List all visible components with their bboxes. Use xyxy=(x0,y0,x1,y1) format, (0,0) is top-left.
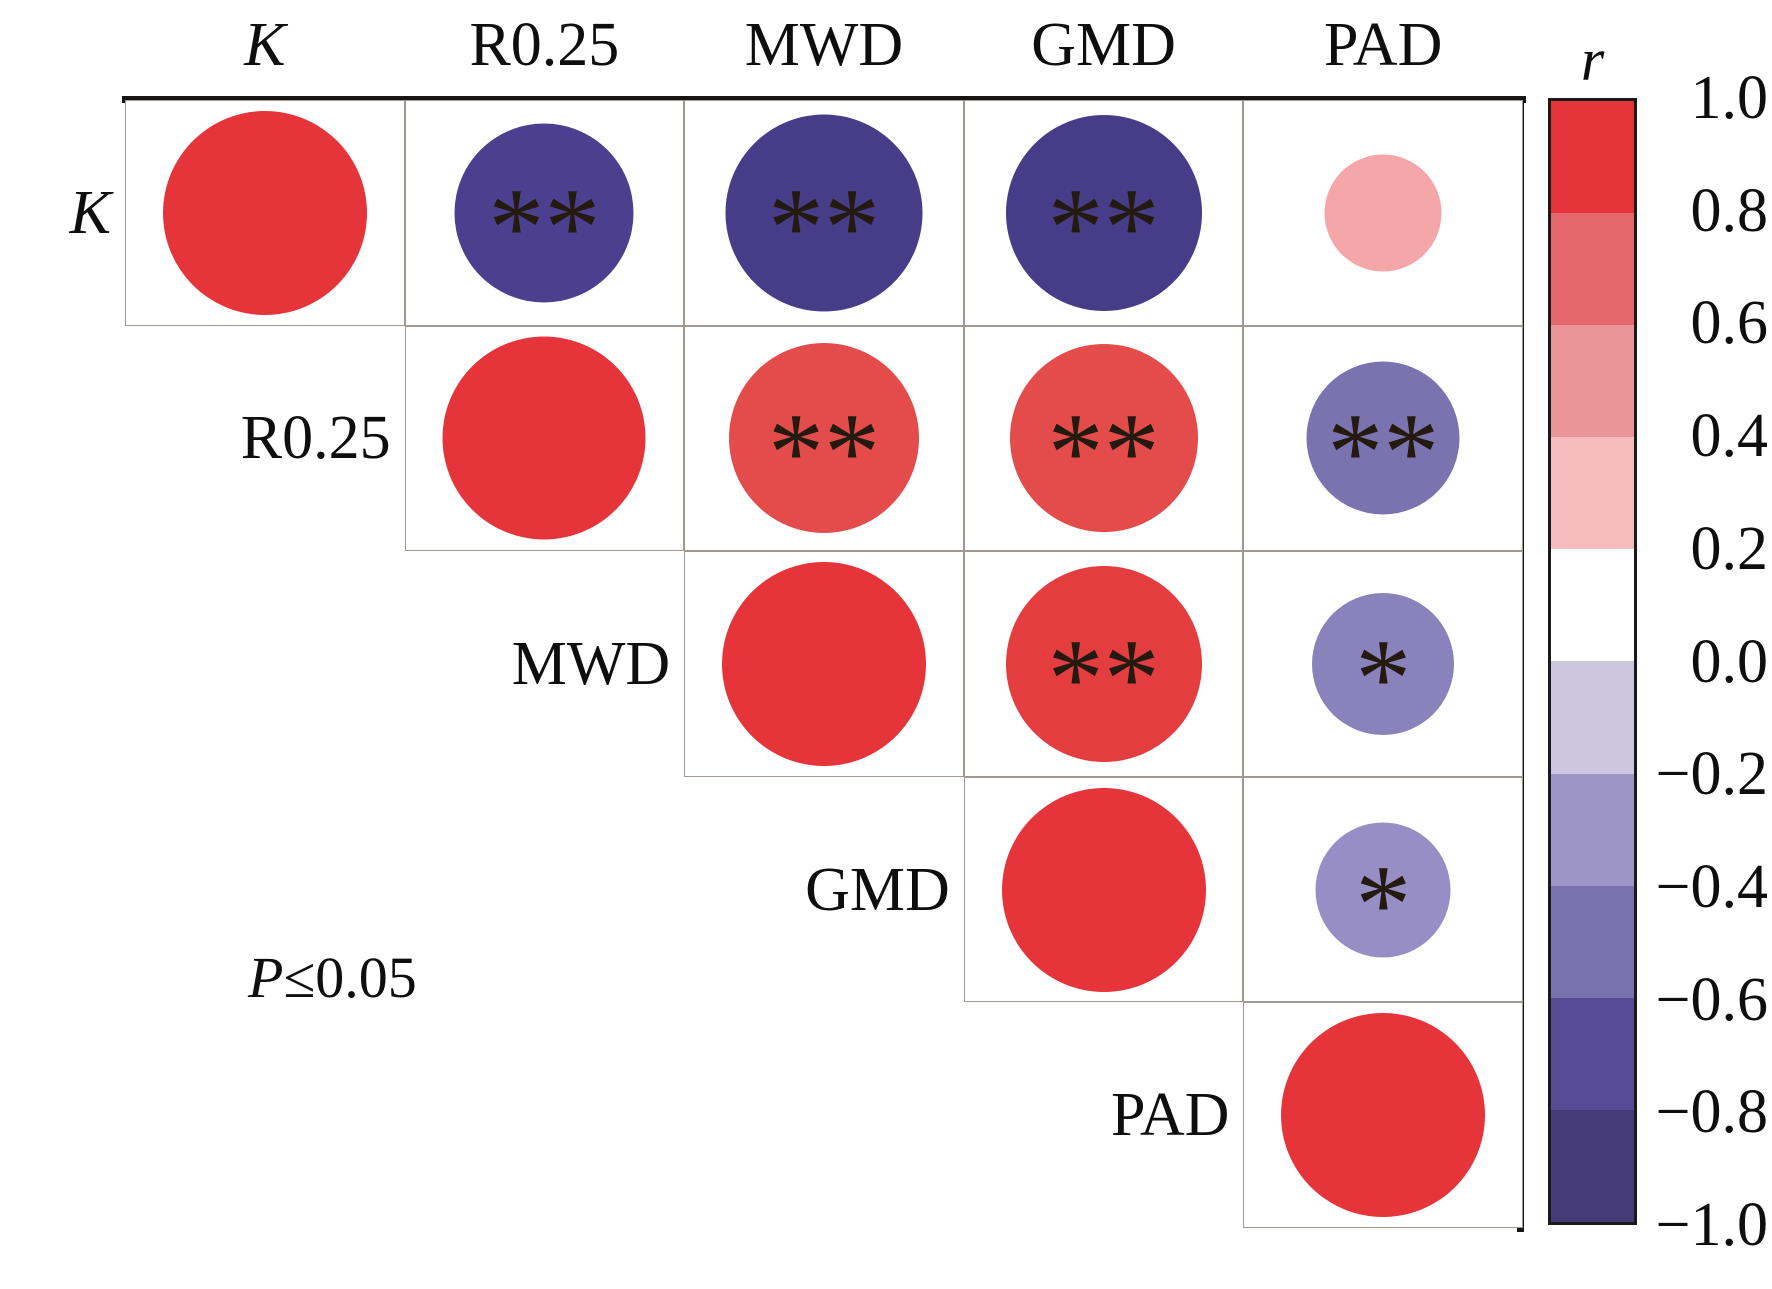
colorbar-tick-label: 0.6 xyxy=(1690,289,1769,358)
col-header-GMD: GMD xyxy=(1031,11,1176,79)
colorbar-tick-label: 0.4 xyxy=(1690,402,1769,471)
correlation-circle xyxy=(1306,361,1460,515)
matrix-cell xyxy=(1243,1002,1523,1228)
colorbar-tick-label: −0.4 xyxy=(1655,852,1768,921)
correlation-circle xyxy=(1315,822,1451,958)
row-label-MWD: MWD xyxy=(511,630,671,698)
matrix-cell xyxy=(125,100,405,326)
colorbar-tick-label: 0.8 xyxy=(1690,176,1769,245)
colorbar-tick-label: −0.2 xyxy=(1655,740,1768,809)
correlation-circle xyxy=(1005,114,1202,311)
correlation-circle xyxy=(1001,787,1206,992)
p-threshold: ≤0.05 xyxy=(283,945,417,1010)
colorbar-segment xyxy=(1551,773,1634,886)
matrix-cell xyxy=(404,325,685,552)
col-header-PAD: PAD xyxy=(1324,11,1443,79)
significance-marker: * xyxy=(1355,842,1412,967)
correlation-circle xyxy=(442,336,646,540)
matrix-top-border xyxy=(122,96,1526,103)
correlation-circle xyxy=(1005,565,1202,762)
matrix-cell: * xyxy=(1243,551,1523,777)
significance-marker: * xyxy=(1355,617,1412,742)
matrix-cell: ** xyxy=(684,325,964,552)
colorbar xyxy=(1548,98,1637,1225)
colorbar-tick-label: 0.2 xyxy=(1690,514,1769,583)
correlation-circle xyxy=(454,123,634,303)
correlation-circle xyxy=(728,343,919,534)
colorbar-title: r xyxy=(1580,27,1605,93)
row-label-R0.25: R0.25 xyxy=(240,404,391,473)
colorbar-segment xyxy=(1551,213,1634,326)
correlation-circle xyxy=(1324,154,1442,272)
colorbar-segment xyxy=(1551,325,1634,438)
colorbar-segment xyxy=(1551,661,1634,774)
row-label-PAD: PAD xyxy=(1111,1081,1230,1150)
colorbar-tick-label: −1.0 xyxy=(1655,1191,1768,1259)
matrix-cell: ** xyxy=(684,100,964,326)
significance-marker: ** xyxy=(767,165,880,290)
matrix-cell: ** xyxy=(1243,325,1523,552)
matrix-cell xyxy=(1243,100,1523,326)
colorbar-segment xyxy=(1551,885,1634,998)
colorbar-segment xyxy=(1551,1109,1634,1222)
colorbar-segment xyxy=(1551,549,1634,662)
correlation-circle xyxy=(721,561,926,766)
matrix-cell: ** xyxy=(963,100,1244,326)
p-symbol: P xyxy=(248,945,284,1010)
row-label-K: K xyxy=(69,178,111,247)
matrix-cell: ** xyxy=(404,100,685,326)
colorbar-segment xyxy=(1551,997,1634,1110)
significance-marker: ** xyxy=(1047,617,1160,742)
colorbar-tick-label: −0.8 xyxy=(1655,1078,1768,1147)
significance-note: P≤0.05 xyxy=(248,944,417,1011)
colorbar-tick-label: 0.0 xyxy=(1690,627,1769,696)
significance-marker: ** xyxy=(1327,391,1440,516)
significance-marker: ** xyxy=(1047,165,1160,290)
colorbar-segment xyxy=(1551,101,1634,214)
matrix-cell: * xyxy=(1243,776,1523,1003)
colorbar-tick-label: −0.6 xyxy=(1655,965,1768,1034)
colorbar-segment xyxy=(1551,437,1634,550)
correlation-circle xyxy=(1009,344,1198,533)
significance-marker: ** xyxy=(488,165,601,290)
row-label-GMD: GMD xyxy=(805,855,950,924)
colorbar-tick-label: 1.0 xyxy=(1690,64,1769,132)
matrix-cell: ** xyxy=(963,551,1244,777)
correlation-circle xyxy=(725,114,923,312)
significance-marker: ** xyxy=(767,391,880,516)
col-header-K: K xyxy=(244,11,286,79)
matrix-cell xyxy=(684,551,964,777)
correlation-circle xyxy=(162,110,367,315)
significance-marker: ** xyxy=(1047,391,1160,516)
matrix-cell xyxy=(963,776,1244,1003)
col-header-MWD: MWD xyxy=(744,11,904,79)
matrix-cell: ** xyxy=(963,325,1244,552)
col-header-R0.25: R0.25 xyxy=(469,11,620,79)
correlation-circle xyxy=(1281,1013,1486,1218)
correlation-circle xyxy=(1312,592,1455,735)
